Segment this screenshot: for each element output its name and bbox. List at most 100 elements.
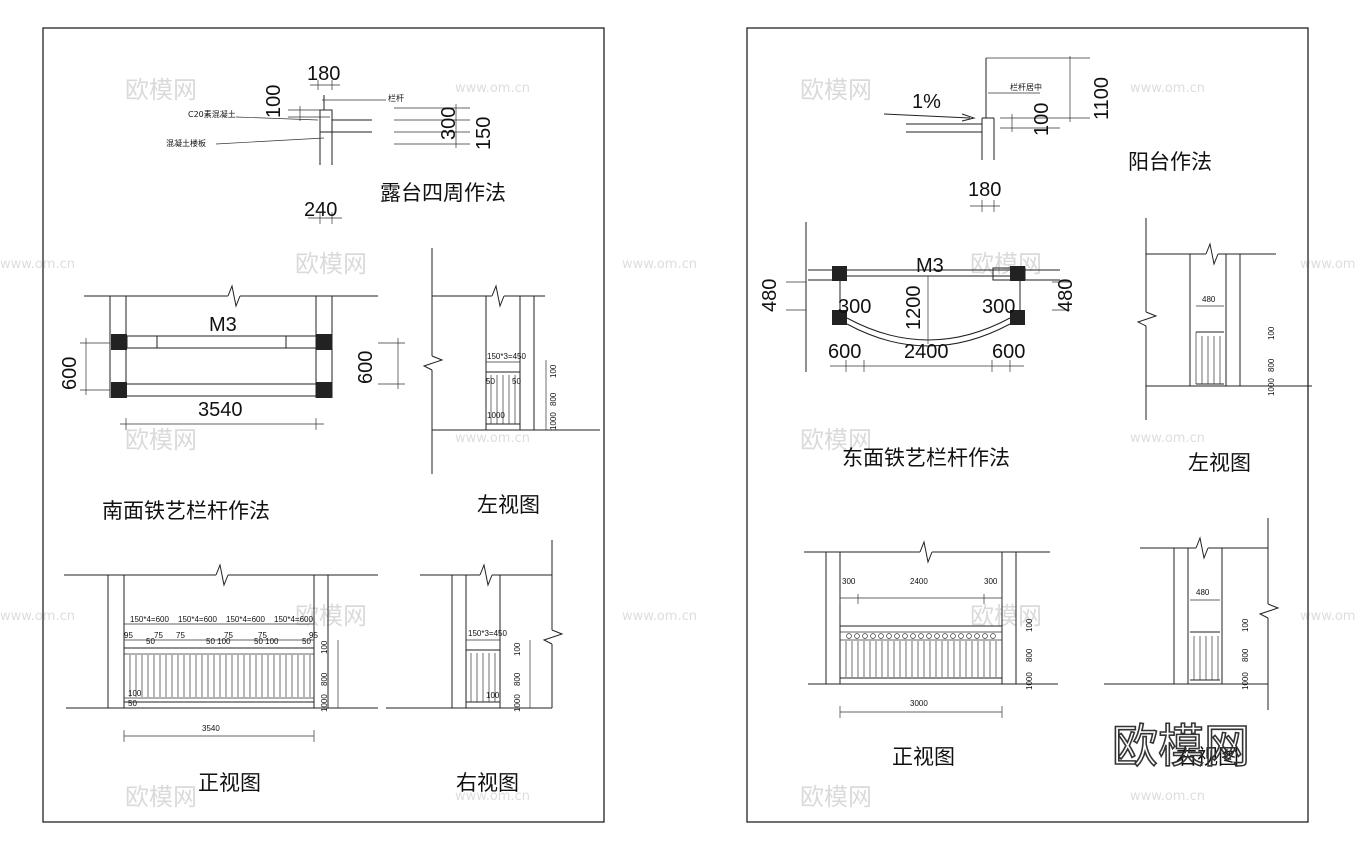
note-centered: 栏杆居中 <box>1010 82 1042 92</box>
spec-label: 150*3=450 <box>468 629 507 638</box>
right-front-view: 300 2400 300 3000 100 800 1000 正视图 <box>804 540 1058 769</box>
scroll-ornament <box>934 633 940 639</box>
note-railing: 栏杆 <box>388 93 404 103</box>
title-terrace-detail: 露台四周作法 <box>380 181 506 205</box>
watermark-logo: 欧模网 <box>800 783 872 811</box>
left-front-view: 150*4=600 150*4=600 150*4=600 150*4=600 … <box>64 563 378 795</box>
title-south-railing: 南面铁艺栏杆作法 <box>102 499 270 523</box>
scroll-ornament <box>918 633 924 639</box>
dim-s1: 100 <box>486 691 500 700</box>
dim-h1: 100 <box>513 642 522 656</box>
left-top-detail: 180 100 300 150 240 栏杆 C20素混凝土 混凝土楼板 露台四… <box>166 63 506 224</box>
scroll-ornament <box>862 633 868 639</box>
dim-h3: 1000 <box>1267 378 1276 396</box>
dim-300-right: 300 <box>982 296 1015 318</box>
scroll-ornament <box>878 633 884 639</box>
dim-300: 300 <box>438 107 460 140</box>
dim-h2: 800 <box>513 672 522 686</box>
dim-width-3540: 3540 <box>198 399 243 421</box>
dim-3000: 3000 <box>910 699 928 708</box>
dim-h2: 800 <box>1267 358 1276 372</box>
dim-s3: 1000 <box>487 411 505 420</box>
dim-480-left: 480 <box>759 279 781 312</box>
scroll-ornament <box>854 633 860 639</box>
small-11: 100 <box>128 689 142 698</box>
dim-480: 480 <box>1196 588 1210 597</box>
spec-3: 150*4=600 <box>226 615 265 624</box>
small-6: 95 <box>309 631 318 640</box>
dim-h2: 800 <box>1241 648 1250 662</box>
dim-depth-left: 600 <box>59 357 81 390</box>
watermark-logo: 欧模网 <box>125 783 197 811</box>
title-front-view: 正视图 <box>198 771 261 795</box>
scroll-ornament <box>926 633 932 639</box>
dim-depth-right: 600 <box>355 351 377 384</box>
door-label: M3 <box>916 255 944 277</box>
small-12: 50 <box>128 699 137 708</box>
left-right-view: 150*3=450 100 100 800 1000 右视图 <box>386 540 564 795</box>
front-balusters <box>129 655 311 697</box>
spec-4: 150*4=600 <box>274 615 313 624</box>
scroll-ornament <box>966 633 972 639</box>
watermark-url: www.om.cn <box>622 257 697 272</box>
watermark-url: www.om.cn <box>1300 609 1355 624</box>
watermark-url: www.om.cn <box>0 609 75 624</box>
scroll-ornament <box>982 633 988 639</box>
dim-2400: 2400 <box>910 577 928 586</box>
watermark-layer: 欧模网 www.om.cn 欧模网 www.om.cn www.om.cn 欧模… <box>0 76 1355 811</box>
small-10: 50 100 <box>254 637 279 646</box>
title-right-view: 右视图 <box>456 771 519 795</box>
scroll-ornament <box>910 633 916 639</box>
dim-h3: 1000 <box>1025 672 1034 690</box>
watermark-url: www.om.cn <box>455 431 530 446</box>
dim-h3: 1000 <box>1241 672 1250 690</box>
dim-1200: 1200 <box>903 286 925 331</box>
small-7: 50 <box>146 637 155 646</box>
left-plan: M3 3540 600 600 南面铁艺栏杆作法 <box>59 284 405 523</box>
watermark-logo: 欧模网 <box>970 602 1042 630</box>
watermark-url: www.om.cn <box>455 789 530 804</box>
spec-label: 150*3=450 <box>487 352 526 361</box>
dim-h3: 1000 <box>513 694 522 712</box>
dim-2400: 2400 <box>904 341 949 363</box>
scroll-ornament <box>950 633 956 639</box>
dim-s2: 50 <box>512 377 521 386</box>
watermark-url: www.om.cn <box>1130 431 1205 446</box>
dim-240: 240 <box>304 199 337 221</box>
dim-h1: 100 <box>320 640 329 654</box>
dim-600-left: 600 <box>828 341 861 363</box>
right-sheet-frame <box>746 27 1309 823</box>
dim-h1: 100 <box>1267 326 1276 340</box>
left-view-1: 150*3=450 50 50 1000 100 800 1000 左视图 <box>422 248 600 517</box>
watermark-url: www.om.cn <box>1130 81 1205 96</box>
watermark-url: www.om.cn <box>622 609 697 624</box>
dim-h2: 800 <box>1025 648 1034 662</box>
dim-300-left: 300 <box>838 296 871 318</box>
small-8: 50 <box>302 637 311 646</box>
scroll-ornament <box>870 633 876 639</box>
slope-label: 1% <box>912 91 941 113</box>
watermark-logo: 欧模网 <box>295 250 367 278</box>
dim-h1: 100 <box>1241 618 1250 632</box>
scroll-ornament <box>974 633 980 639</box>
watermark-logo: 欧模网 <box>125 76 197 104</box>
scroll-ornament <box>902 633 908 639</box>
watermark-url: www.om.cn <box>1300 257 1355 272</box>
door-label: M3 <box>209 314 237 336</box>
small-2: 75 <box>154 631 163 640</box>
right-right-view: 480 100 800 1000 右视图 <box>1104 518 1280 769</box>
small-9: 50 100 <box>206 637 231 646</box>
spec-2: 150*4=600 <box>178 615 217 624</box>
dim-100: 100 <box>1031 103 1053 136</box>
dim-300-left: 300 <box>842 577 856 586</box>
watermark-logo: 欧模网 <box>295 602 367 630</box>
note-concrete: C20素混凝土 <box>188 109 236 119</box>
dim-h3: 1000 <box>549 412 558 430</box>
right-plan: M3 300 1200 300 600 2400 600 480 480 东面铁… <box>759 222 1077 470</box>
dim-300-right: 300 <box>984 577 998 586</box>
front-balusters <box>845 633 997 677</box>
dim-1100: 1100 <box>1091 77 1113 120</box>
watermark-logo: 欧模网 <box>970 250 1042 278</box>
small-1: 95 <box>124 631 133 640</box>
